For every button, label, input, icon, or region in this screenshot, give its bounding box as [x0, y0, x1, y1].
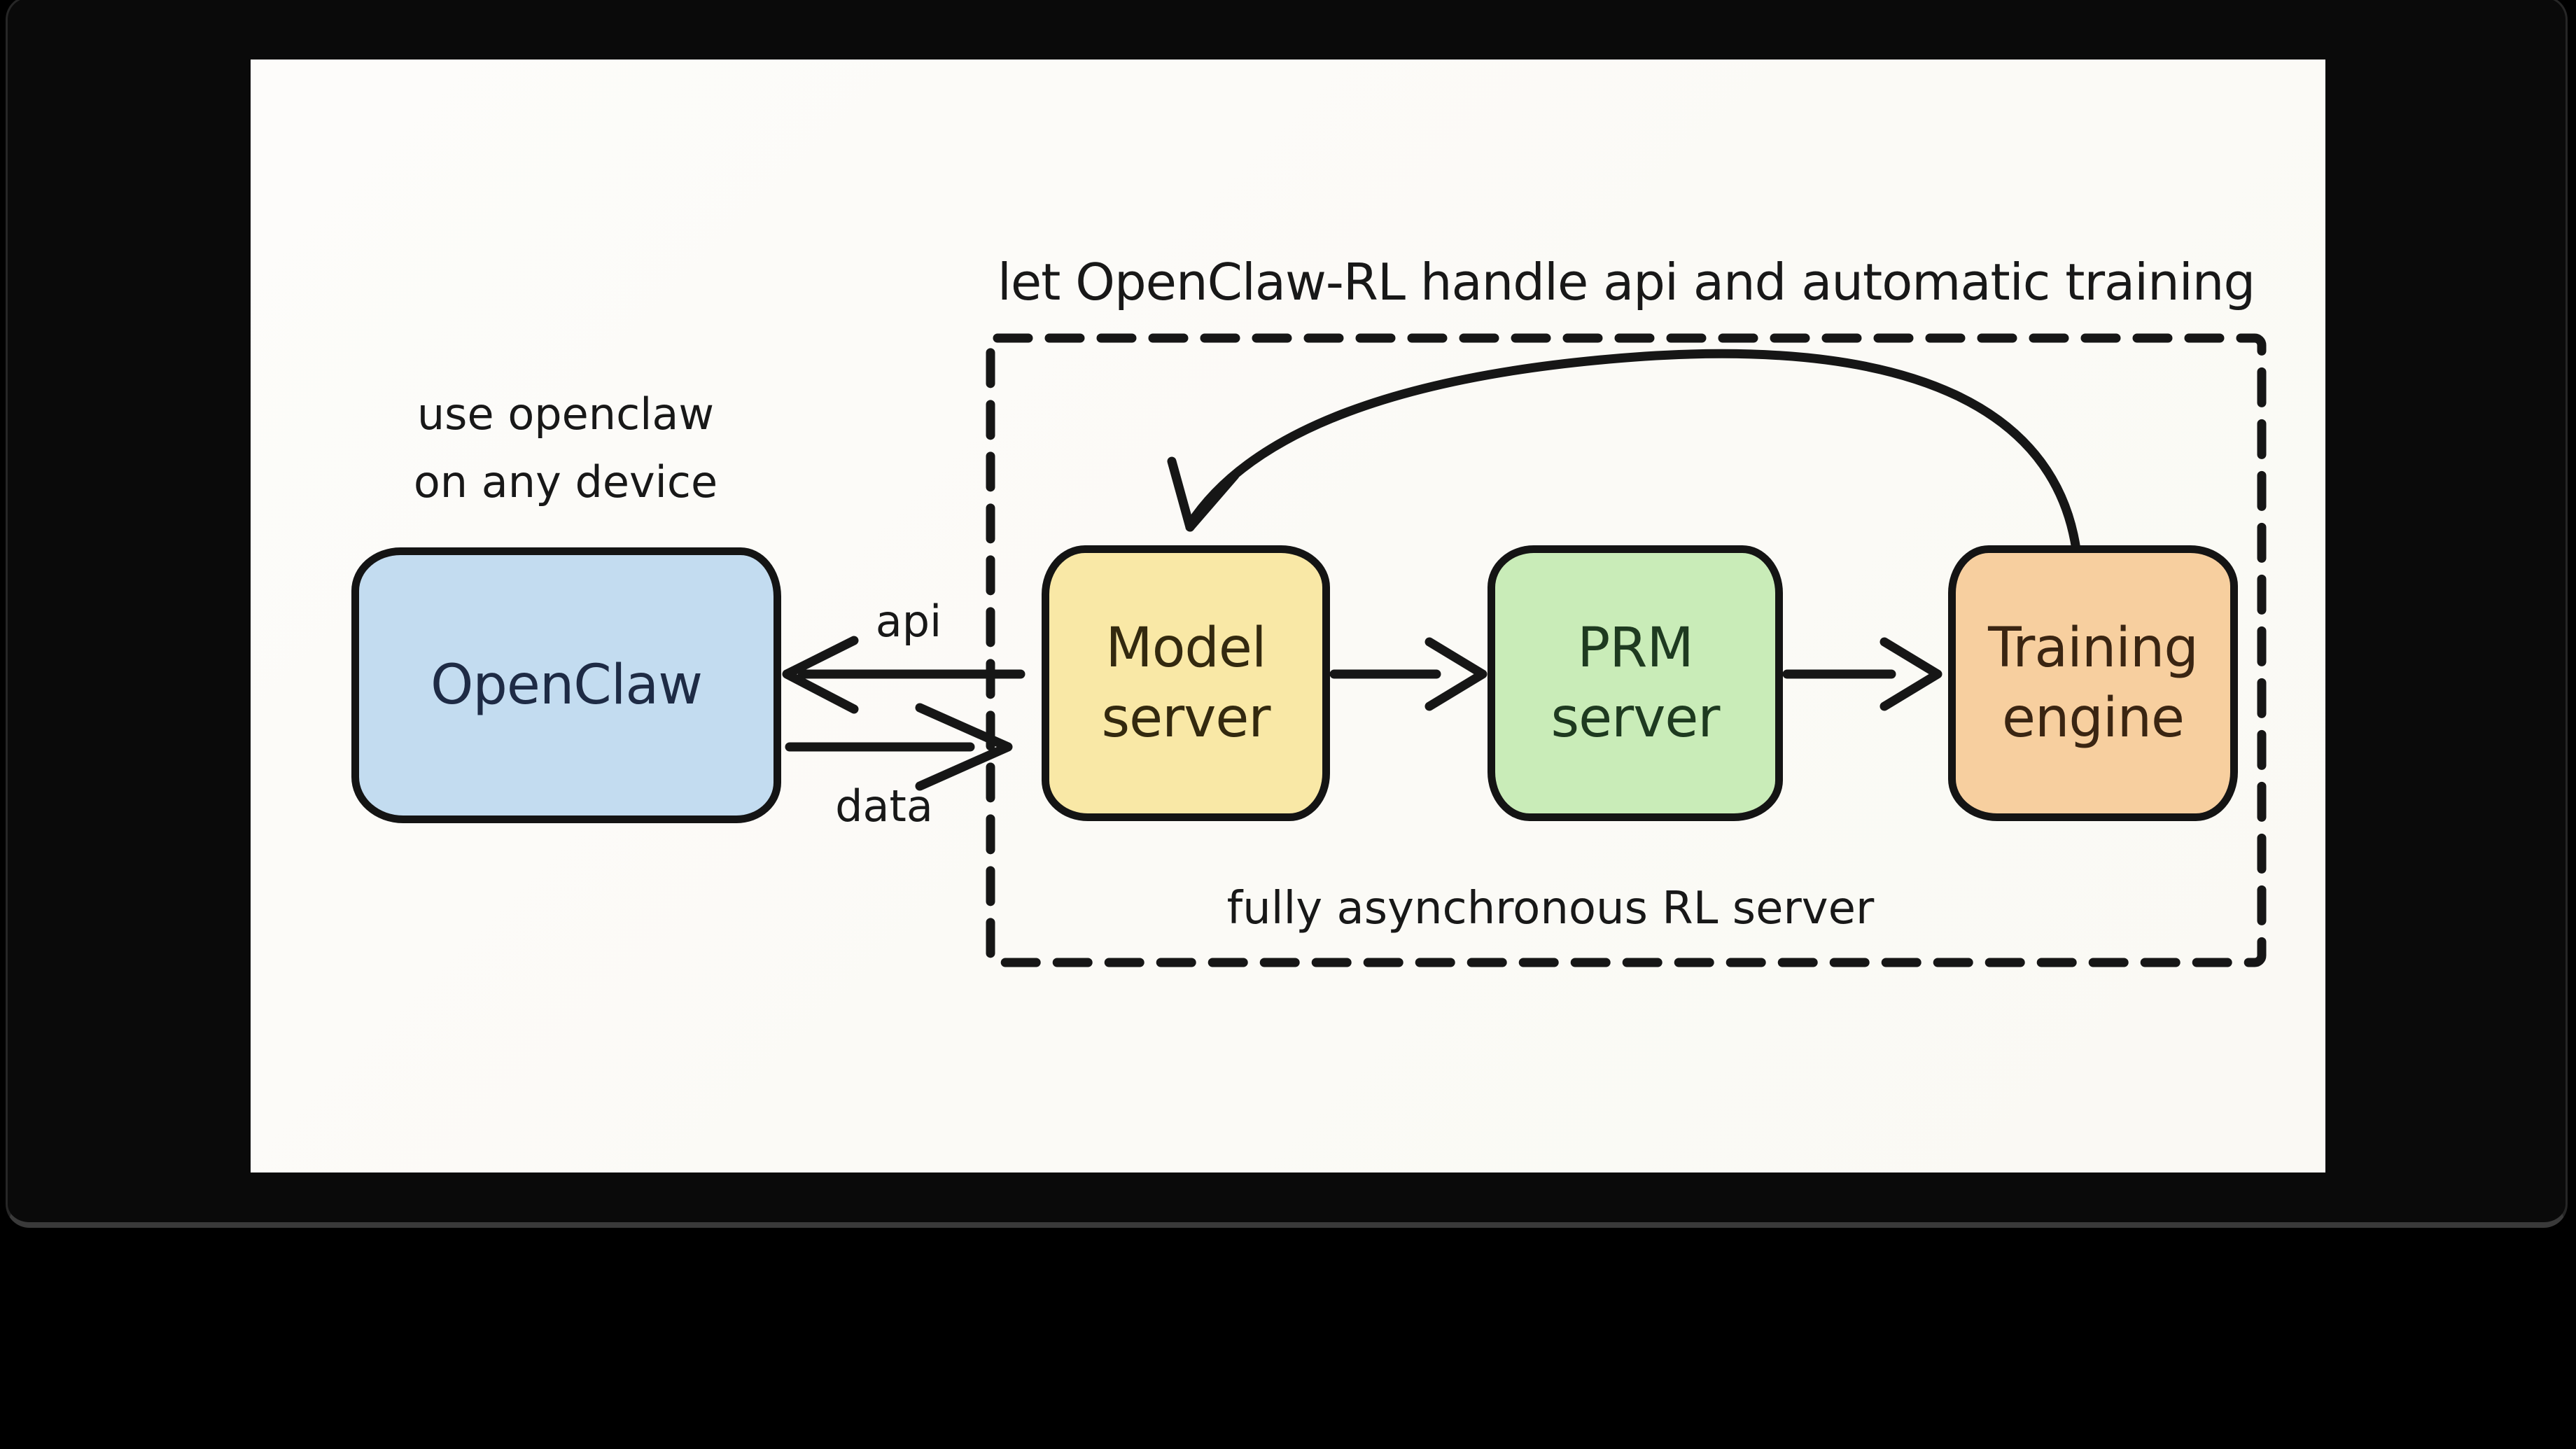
device-note: use openclaw on any device [335, 380, 797, 516]
data-arrow [785, 703, 1013, 791]
model-server-label-line1: Model [1105, 617, 1266, 680]
device-note-line1: use openclaw [416, 388, 715, 440]
model-to-prm-arrow [1329, 637, 1488, 711]
training-engine-label-line2: engine [2001, 687, 2185, 750]
model-server-box: Model server [1042, 545, 1330, 821]
prm-to-training-arrow [1782, 637, 1942, 711]
prm-server-label-line1: PRM [1577, 617, 1694, 680]
training-engine-box: Training engine [1948, 545, 2238, 821]
openclaw-box: OpenClaw [351, 547, 781, 823]
training-engine-label-line1: Training [1988, 617, 2199, 680]
api-arrow [782, 636, 1026, 714]
training-to-model-feedback-arrow [1167, 349, 2081, 554]
prm-server-label-line2: server [1550, 687, 1721, 750]
device-note-line2: on any device [413, 456, 718, 507]
model-server-label-line2: server [1101, 687, 1271, 750]
diagram-title: let OpenClaw-RL handle api and automatic… [997, 253, 2255, 312]
prm-server-box: PRM server [1488, 545, 1783, 821]
diagram-canvas: let OpenClaw-RL handle api and automatic… [251, 59, 2325, 1172]
rl-server-dashed-boundary [986, 333, 2267, 967]
diagram-linework [782, 333, 2267, 967]
rl-server-caption: fully asynchronous RL server [1226, 883, 1875, 934]
api-edge-label: api [875, 596, 942, 647]
data-edge-label: data [835, 780, 933, 832]
openclaw-box-label: OpenClaw [430, 654, 703, 717]
player-window: let OpenClaw-RL handle api and automatic… [6, 0, 2568, 1228]
